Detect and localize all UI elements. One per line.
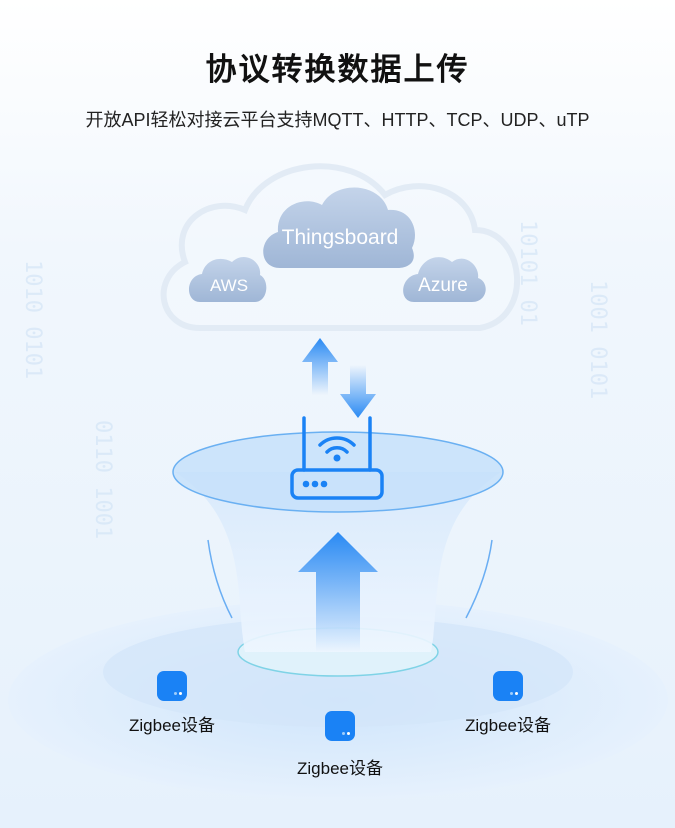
platform-thingsboard: Thingsboard [281, 226, 399, 249]
platform-azure: Azure [418, 275, 468, 296]
binary-rain-decoration: 0110 1001 [90, 420, 115, 540]
download-arrow-icon [340, 365, 376, 418]
zigbee-device-icon [493, 671, 523, 701]
device-label: Zigbee设备 [297, 759, 383, 778]
platform-aws: AWS [209, 276, 249, 295]
thingsboard-cloud-shape [263, 187, 415, 268]
right-flow-arrow-icon [465, 539, 493, 619]
page-title: 协议转换数据上传 [205, 52, 470, 87]
binary-rain-decoration: 1001 0101 [585, 280, 610, 400]
data-upload-arrow-icon [298, 532, 378, 652]
wifi-router-icon [290, 416, 384, 500]
zigbee-device-icon [325, 711, 355, 741]
device-label: Zigbee设备 [129, 716, 215, 735]
zigbee-device-icon [157, 671, 187, 701]
device-label: Zigbee设备 [465, 716, 551, 735]
upload-arrow-icon [302, 338, 338, 395]
gateway-platform [172, 431, 504, 513]
azure-cloud-shape [403, 257, 486, 302]
left-flow-arrow-icon [207, 539, 233, 619]
page-subtitle: 开放API轻松对接云平台支持MQTT、HTTP、TCP、UDP、uTP [85, 110, 590, 130]
aws-cloud-shape [188, 257, 267, 302]
binary-rain-decoration: 1010 0101 [20, 260, 45, 380]
